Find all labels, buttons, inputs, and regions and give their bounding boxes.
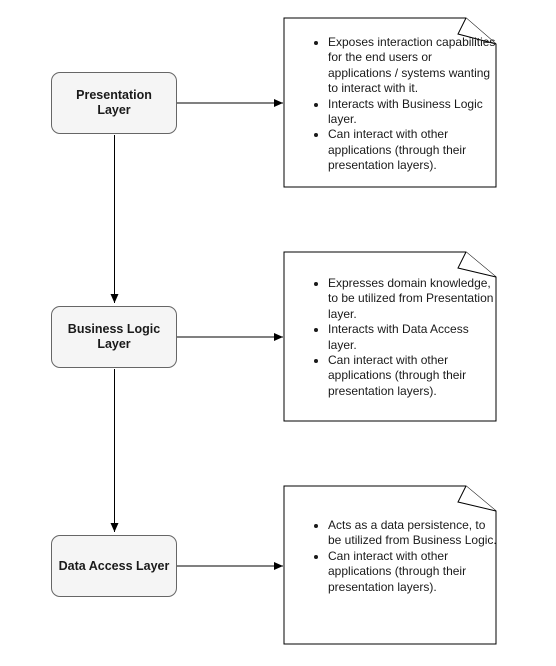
business-logic-layer-note: Expresses domain knowledge, to be utiliz… bbox=[284, 276, 498, 399]
note-shape-presentation bbox=[283, 17, 497, 188]
business-logic-layer-box[interactable]: Business Logic Layer bbox=[51, 306, 177, 368]
note-item: Exposes interaction capabilities for the… bbox=[328, 35, 498, 97]
business-logic-layer-label: Business Logic Layer bbox=[67, 322, 161, 351]
note-item: Can interact with other applications (th… bbox=[328, 127, 498, 173]
note-shape-business-logic bbox=[283, 251, 497, 422]
note-item: Can interact with other applications (th… bbox=[328, 549, 498, 595]
data-access-layer-note: Acts as a data persistence, to be utiliz… bbox=[284, 518, 498, 595]
note-item: Expresses domain knowledge, to be utiliz… bbox=[328, 276, 498, 322]
business-note-list: Expresses domain knowledge, to be utiliz… bbox=[284, 276, 498, 399]
note-item: Interacts with Business Logic layer. bbox=[328, 97, 498, 128]
data-access-layer-box[interactable]: Data Access Layer bbox=[51, 535, 177, 597]
note-shape-data-access bbox=[283, 485, 497, 645]
presentation-note-list: Exposes interaction capabilities for the… bbox=[284, 35, 498, 174]
data-access-note-list: Acts as a data persistence, to be utiliz… bbox=[284, 518, 498, 595]
data-access-layer-label: Data Access Layer bbox=[58, 558, 170, 573]
note-item: Can interact with other applications (th… bbox=[328, 353, 498, 399]
presentation-layer-note: Exposes interaction capabilities for the… bbox=[284, 35, 498, 174]
note-item: Interacts with Data Access layer. bbox=[328, 322, 498, 353]
presentation-layer-box[interactable]: Presentation Layer bbox=[51, 72, 177, 134]
note-item: Acts as a data persistence, to be utiliz… bbox=[328, 518, 498, 549]
presentation-layer-label: Presentation Layer bbox=[76, 88, 152, 117]
